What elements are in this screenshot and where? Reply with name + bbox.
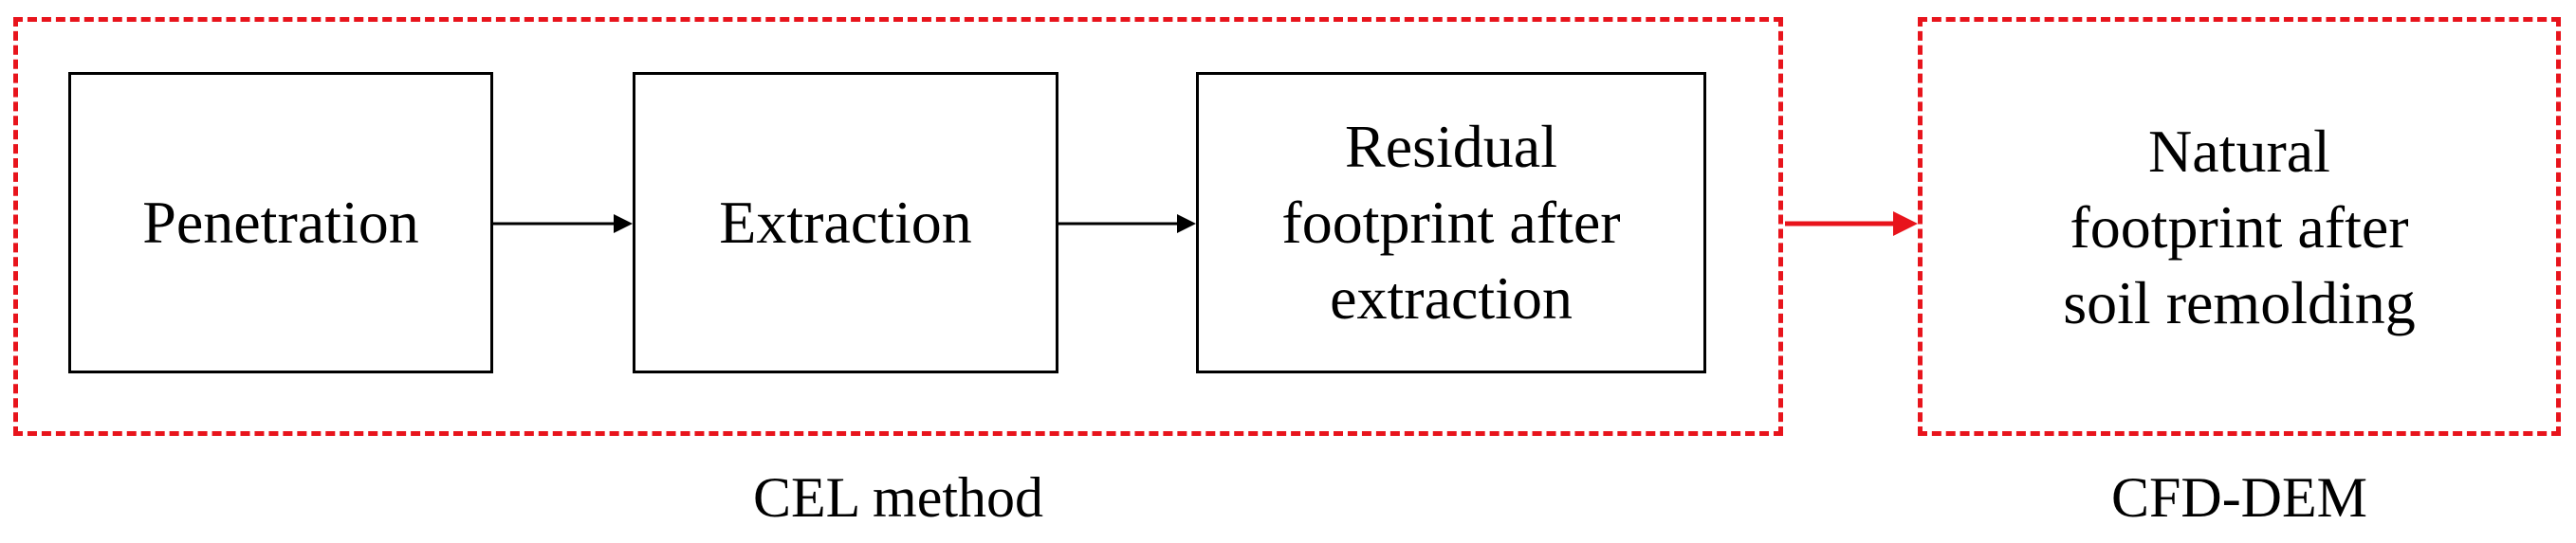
- penetration-box: Penetration: [68, 72, 493, 373]
- extraction-box: Extraction: [633, 72, 1058, 373]
- cfd-dem-group: [1918, 17, 2561, 436]
- residual-footprint-label: Residual footprint after extraction: [1281, 113, 1621, 332]
- residual-footprint-box: Residual footprint after extraction: [1196, 72, 1706, 373]
- cel-method-caption: CEL method: [752, 466, 1044, 529]
- penetration-label: Penetration: [142, 189, 419, 256]
- extraction-label: Extraction: [719, 189, 972, 256]
- arrow-penetration-to-extraction: [493, 214, 633, 233]
- arrow-extraction-to-residual: [1058, 214, 1196, 233]
- cfd-dem-caption: CFD-DEM: [2110, 466, 2368, 529]
- cel-method-group: [13, 17, 1783, 436]
- natural-footprint-label: Natural footprint after soil remolding: [2063, 118, 2416, 336]
- arrow-cel-to-cfd-dem: [1785, 211, 1918, 236]
